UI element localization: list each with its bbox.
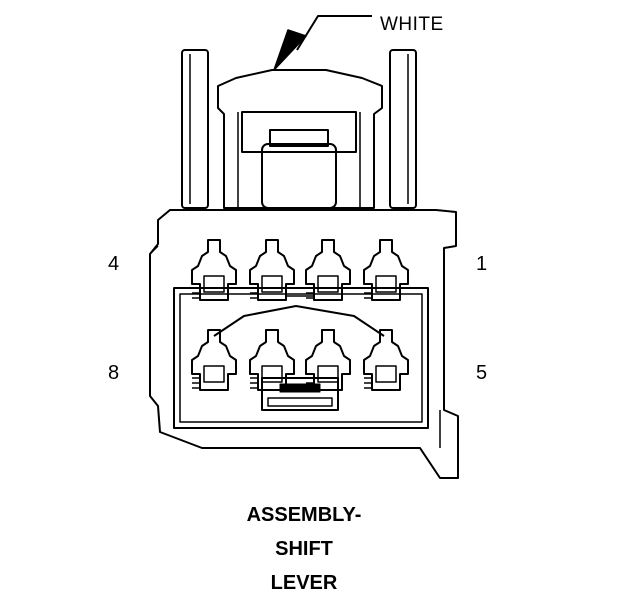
pin-label-5: 5 xyxy=(476,362,488,384)
pin-label-4: 4 xyxy=(108,253,120,275)
wire-color-label: WHITE xyxy=(380,14,444,35)
cavity-pin-4 xyxy=(191,239,237,301)
cavity-pin-8 xyxy=(191,329,237,391)
callout-arrow xyxy=(273,15,372,71)
cavity-pin-2 xyxy=(305,239,351,301)
connector-body xyxy=(149,209,459,479)
caption-line-3: LEVER xyxy=(270,572,338,594)
pin-label-1: 1 xyxy=(476,253,488,275)
right-latch-arm xyxy=(389,49,417,209)
cavity-pin-6 xyxy=(305,329,351,391)
cavity-pin-5 xyxy=(363,329,409,391)
caption-line-1: ASSEMBLY- xyxy=(246,504,362,526)
caption-line-2: SHIFT xyxy=(275,538,333,560)
lock-housing xyxy=(217,69,383,209)
cavity-pin-1 xyxy=(363,239,409,301)
pin-label-8: 8 xyxy=(108,362,120,384)
cavity-row-top xyxy=(191,239,409,301)
cavity-pin-3 xyxy=(249,239,295,301)
center-divider xyxy=(213,287,385,337)
left-latch-arm xyxy=(181,49,209,209)
cavity-row-bottom xyxy=(191,329,409,391)
keying-slot xyxy=(261,377,339,411)
cavity-pin-7 xyxy=(249,329,295,391)
